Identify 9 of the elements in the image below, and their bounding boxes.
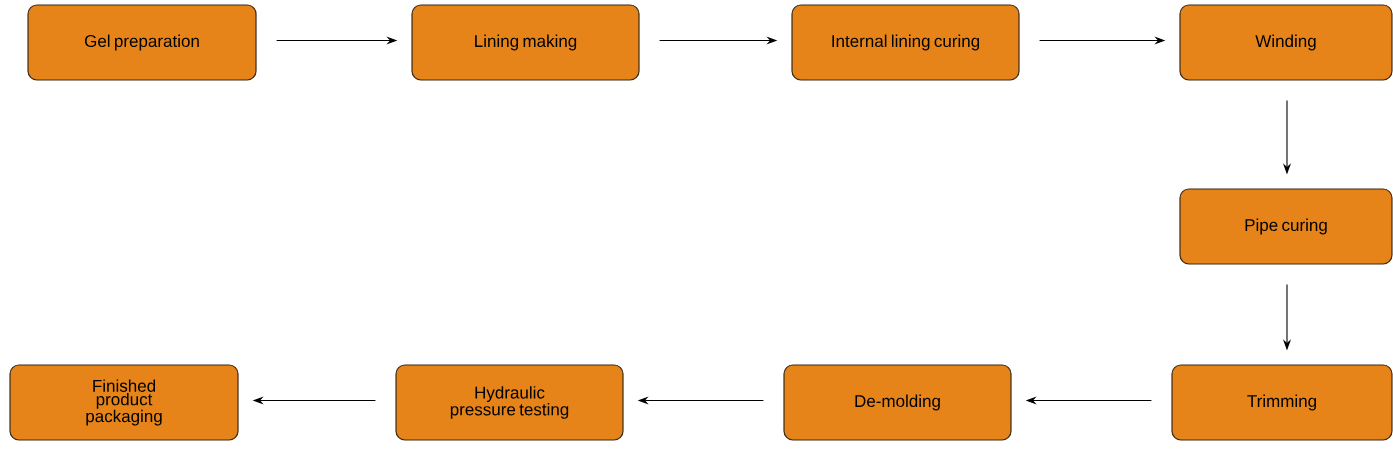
- process-box: Finished product packaging: [9, 364, 239, 441]
- process-box: Lining making: [411, 4, 640, 81]
- process-box: De-molding: [783, 364, 1012, 441]
- process-box: Winding: [1179, 4, 1393, 81]
- process-box: Internal lining curing: [791, 4, 1020, 81]
- process-box: Trimming: [1171, 364, 1393, 441]
- process-box: Hydraulic pressure testing: [395, 364, 624, 441]
- process-box: Gel preparation: [27, 4, 257, 81]
- process-box: Pipe curing: [1179, 188, 1393, 265]
